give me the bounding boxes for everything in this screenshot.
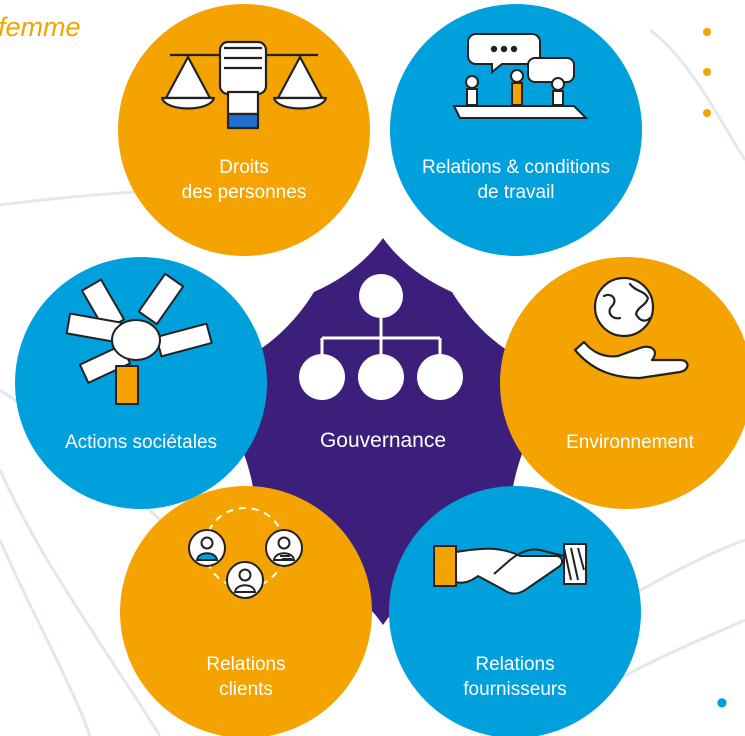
node-droits-line2: des personnes — [181, 182, 307, 203]
node-clients-circle — [120, 486, 372, 736]
node-clients-line2: clients — [219, 679, 273, 700]
joined-hands-icon — [65, 272, 213, 405]
node-relations-travail-circle — [390, 4, 642, 256]
meeting-table-icon — [452, 33, 589, 119]
node-droits-line1: Droits — [219, 157, 269, 178]
right-bullets — [703, 28, 711, 117]
header-fragment: femme — [0, 12, 81, 42]
node-fournisseurs-label: Relations fournisseurs — [415, 652, 615, 702]
node-societales-circle — [15, 257, 267, 509]
node-fournisseurs-line1: Relations — [475, 654, 555, 675]
node-clients-line1: Relations — [206, 654, 286, 675]
node-relations-travail-line2: de travail — [477, 182, 555, 203]
node-environnement-label: Environnement — [566, 432, 694, 453]
bottom-bullet: • — [716, 684, 728, 722]
org-chart-icon — [299, 274, 463, 400]
people-icon — [188, 507, 303, 599]
handshake-icon — [433, 543, 587, 595]
node-droits-circle — [118, 4, 370, 256]
globe-hand-icon — [573, 276, 689, 380]
center-label: Gouvernance — [319, 429, 447, 452]
node-fournisseurs-line2: fournisseurs — [463, 679, 567, 700]
node-clients-label: Relations clients — [146, 652, 346, 702]
node-relations-travail-line1: Relations & conditions — [422, 157, 610, 178]
node-relations-travail-label: Relations & conditions de travail — [406, 155, 626, 205]
node-societales-label: Actions sociétales — [64, 432, 218, 453]
node-environnement-circle — [500, 257, 745, 509]
node-droits-label: Droits des personnes — [144, 155, 344, 205]
scales-fist-icon — [160, 40, 328, 130]
